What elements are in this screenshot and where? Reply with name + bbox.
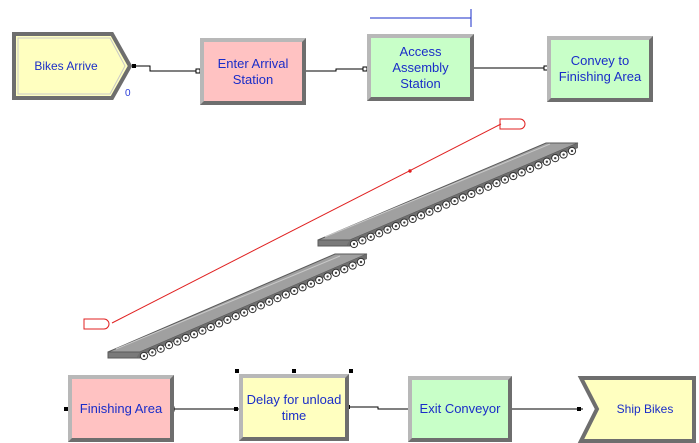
finishing-area-module[interactable]: Finishing Area: [68, 375, 174, 442]
conveyor-roller-hub: [293, 289, 296, 293]
conveyor-roller-hub: [151, 351, 154, 354]
route-start-marker: [83, 318, 110, 330]
conveyor-roller-hub: [377, 232, 381, 235]
conveyor-roller-hub: [453, 199, 456, 203]
conveyor-roller-hub: [267, 300, 271, 303]
conveyor-roller-hub: [167, 343, 171, 347]
conveyor-roller-hub: [334, 271, 338, 275]
conveyor-segment-upper[interactable]: [317, 142, 579, 249]
connectors: [130, 65, 583, 410]
conveyor-roller-hub: [436, 207, 440, 210]
conveyor-roller-hub: [562, 153, 565, 156]
route-end-marker: [499, 118, 526, 130]
selection-handle[interactable]: [292, 369, 296, 373]
conveyor-roller-hub: [428, 210, 431, 214]
ship-bikes-shape[interactable]: [577, 376, 696, 443]
conveyor-roller-hub: [276, 296, 279, 300]
conveyor-roller-hub: [403, 221, 406, 224]
access-assembly-station-label: Access Assembly Station: [392, 43, 449, 91]
exit-conveyor-module[interactable]: Exit Conveyor: [408, 376, 512, 442]
conveyor-roller-hub: [520, 171, 523, 174]
conveyor-roller-hub: [486, 185, 490, 188]
conveyor-roller-hub: [309, 282, 313, 285]
conveyor-roller-hub: [226, 318, 229, 322]
conveyor-roller-hub: [242, 311, 246, 314]
conveyor-roller-hub: [284, 293, 288, 296]
conveyor-roller-hub: [411, 217, 414, 221]
selection-handle[interactable]: [349, 369, 353, 373]
conveyor-rollers-lower: [139, 257, 366, 361]
conveyor-roller-hub: [470, 192, 473, 196]
conveyor-roller-hub: [554, 156, 557, 160]
finishing-area-label: Finishing Area: [79, 400, 163, 416]
connector-enter-to-access[interactable]: [306, 68, 368, 72]
conveyor-roller-hub: [495, 181, 498, 185]
bikes-arrive-label: Bikes Arrive: [34, 59, 98, 73]
conveyor-roller-hub: [528, 167, 532, 171]
conveyor-roller-hub: [445, 203, 448, 206]
conveyor-roller-hub: [419, 214, 423, 217]
access-assembly-station-module[interactable]: Access Assembly Station: [367, 34, 474, 101]
conveyor-roller-hub: [369, 235, 372, 239]
conveyor-roller-hub: [192, 333, 196, 336]
conveyor-roller-hub: [184, 336, 187, 340]
exit-conveyor-label: Exit Conveyor: [419, 401, 501, 416]
conveyor-roller-hub: [351, 264, 354, 267]
conveyor-roller-hub: [234, 315, 238, 318]
conveyor-roller-hub: [461, 196, 465, 199]
route-path[interactable]: [83, 118, 526, 330]
conveyor-roller-hub: [259, 304, 263, 307]
enter-arrival-station-label: Enter Arrival Station: [217, 55, 289, 87]
conveyor-roller-hub: [142, 354, 146, 358]
conveyor-roller-hub: [386, 228, 389, 231]
conveyor-roller-hub: [394, 224, 398, 228]
conveyor-rollers-upper: [349, 146, 577, 249]
entity-counter: 0: [125, 88, 131, 99]
delay-for-unload-time-module[interactable]: Delay for unload time: [239, 374, 349, 441]
conveyor-roller-hub: [570, 149, 574, 153]
conveyor-roller-hub: [251, 307, 254, 311]
conveyor-roller-hub: [537, 164, 540, 167]
conveyor-roller-hub: [343, 268, 346, 271]
conveyor-roller-hub: [352, 242, 356, 246]
conveyor-roller-hub: [545, 160, 549, 163]
convey-to-finishing-area-module[interactable]: Convey to Finishing Area: [547, 36, 653, 102]
bikes-arrive-shape[interactable]: [12, 32, 133, 100]
conveyor-roller-hub: [318, 278, 321, 282]
selection-handle[interactable]: [235, 369, 239, 373]
conveyor-roller-hub: [201, 329, 204, 332]
connector-exit-to-delay[interactable]: [350, 406, 408, 410]
conveyor-roller-hub: [512, 174, 515, 178]
conveyor-roller-hub: [217, 322, 221, 325]
conveyor-segment-lower[interactable]: [107, 253, 368, 361]
conveyor-roller-hub: [359, 260, 363, 264]
convey-to-finishing-area-label: Convey to Finishing Area: [558, 53, 642, 84]
queue-indicator[interactable]: [370, 9, 472, 27]
enter-arrival-station-module[interactable]: Enter Arrival Station: [200, 38, 306, 105]
conveyor-roller-hub: [361, 239, 364, 242]
conveyor-roller-hub: [159, 347, 162, 350]
conveyor-roller-hub: [176, 340, 179, 343]
ship-bikes-label: Ship Bikes: [616, 402, 674, 416]
connector-arrive-to-enter[interactable]: [130, 65, 200, 72]
conveyor-roller-hub: [209, 325, 212, 329]
conveyor-roller-hub: [326, 275, 329, 278]
conveyor-roller-hub: [301, 286, 304, 289]
conveyor-roller-hub: [478, 189, 481, 192]
delay-for-unload-time-label: Delay for unload time: [246, 391, 342, 423]
conveyor-roller-hub: [503, 178, 507, 181]
